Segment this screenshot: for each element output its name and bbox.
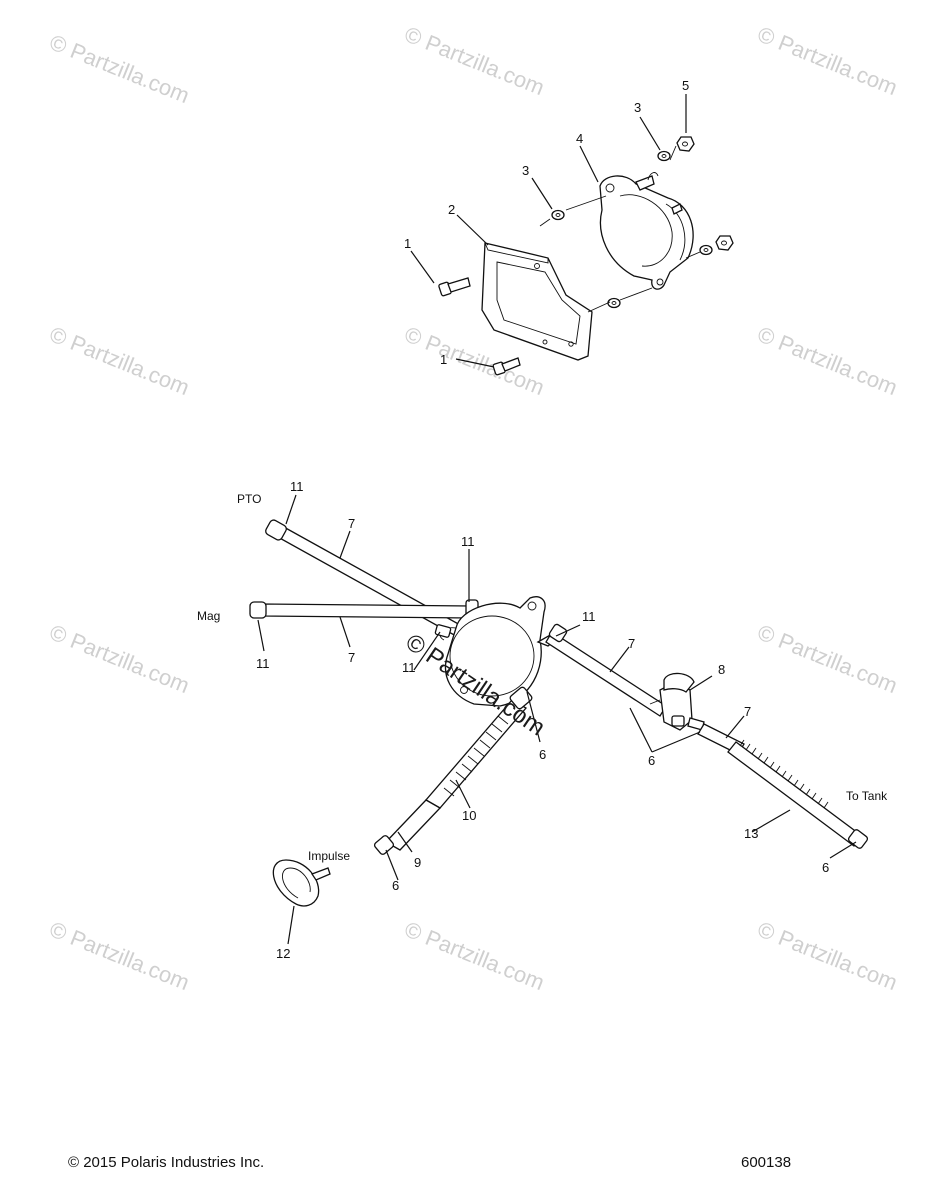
hose-clamp xyxy=(272,859,331,907)
watermark: © Partzilla.com xyxy=(754,916,901,995)
callout-7: 7 xyxy=(348,516,355,531)
callout-3: 3 xyxy=(522,163,529,178)
bolt-lower xyxy=(492,357,521,376)
label-impulse: Impulse xyxy=(308,849,350,863)
hose-right xyxy=(545,631,667,717)
washer-right xyxy=(699,244,713,256)
callout-11: 11 xyxy=(256,656,270,671)
watermark: © Partzilla.com xyxy=(46,29,193,108)
callout-10: 10 xyxy=(462,808,476,823)
watermark: © Partzilla.com xyxy=(754,321,901,400)
callout-8: 8 xyxy=(718,662,725,677)
watermark: © Partzilla.com xyxy=(46,321,193,400)
watermark-layer: © Partzilla.com © Partzilla.com © Partzi… xyxy=(46,21,901,995)
bolt-upper xyxy=(438,277,471,297)
callout-1: 1 xyxy=(404,236,411,251)
label-mag: Mag xyxy=(197,609,220,623)
callout-3: 3 xyxy=(634,100,641,115)
fuel-pump-upper xyxy=(599,172,694,290)
label-to-tank: To Tank xyxy=(846,789,888,803)
hose-mag xyxy=(261,603,471,619)
watermark: © Partzilla.com xyxy=(401,21,548,100)
watermark: © Partzilla.com xyxy=(46,619,193,698)
callout-12: 12 xyxy=(276,946,290,961)
callout-1: 1 xyxy=(440,352,447,367)
hose-impulse xyxy=(373,686,533,855)
watermark: © Partzilla.com xyxy=(46,916,193,995)
washer-lower xyxy=(607,297,621,309)
callout-11: 11 xyxy=(402,660,416,675)
callout-11: 11 xyxy=(582,609,596,624)
watermark: © Partzilla.com xyxy=(401,916,548,995)
callout-6: 6 xyxy=(822,860,829,875)
callout-9: 9 xyxy=(414,855,421,870)
callout-7: 7 xyxy=(348,650,355,665)
copyright-notice: © 2015 Polaris Industries Inc. xyxy=(68,1154,265,1171)
watermark: © Partzilla.com xyxy=(754,619,901,698)
lower-assembly xyxy=(249,494,869,945)
nut-right xyxy=(715,235,734,251)
callout-7: 7 xyxy=(628,636,635,651)
bracket xyxy=(481,242,593,361)
label-pto: PTO xyxy=(237,492,261,506)
upper-assembly xyxy=(410,94,734,376)
nut-top xyxy=(676,136,695,152)
callout-11: 11 xyxy=(461,534,475,549)
washer-left xyxy=(551,209,565,221)
diagram-number: 600138 xyxy=(741,1154,792,1171)
callout-6: 6 xyxy=(392,878,399,893)
fuel-shutoff-valve xyxy=(649,672,695,731)
watermark: © Partzilla.com xyxy=(754,21,901,100)
callout-13: 13 xyxy=(744,826,758,841)
hose-to-tank xyxy=(697,723,869,849)
callout-4: 4 xyxy=(576,131,583,146)
callout-11: 11 xyxy=(290,479,304,494)
callout-5: 5 xyxy=(682,78,689,93)
callout-6: 6 xyxy=(648,753,655,768)
callout-2: 2 xyxy=(448,202,455,217)
callout-6: 6 xyxy=(539,747,546,762)
hose-pto xyxy=(275,525,463,637)
washer-top xyxy=(657,150,671,162)
callout-7: 7 xyxy=(744,704,751,719)
